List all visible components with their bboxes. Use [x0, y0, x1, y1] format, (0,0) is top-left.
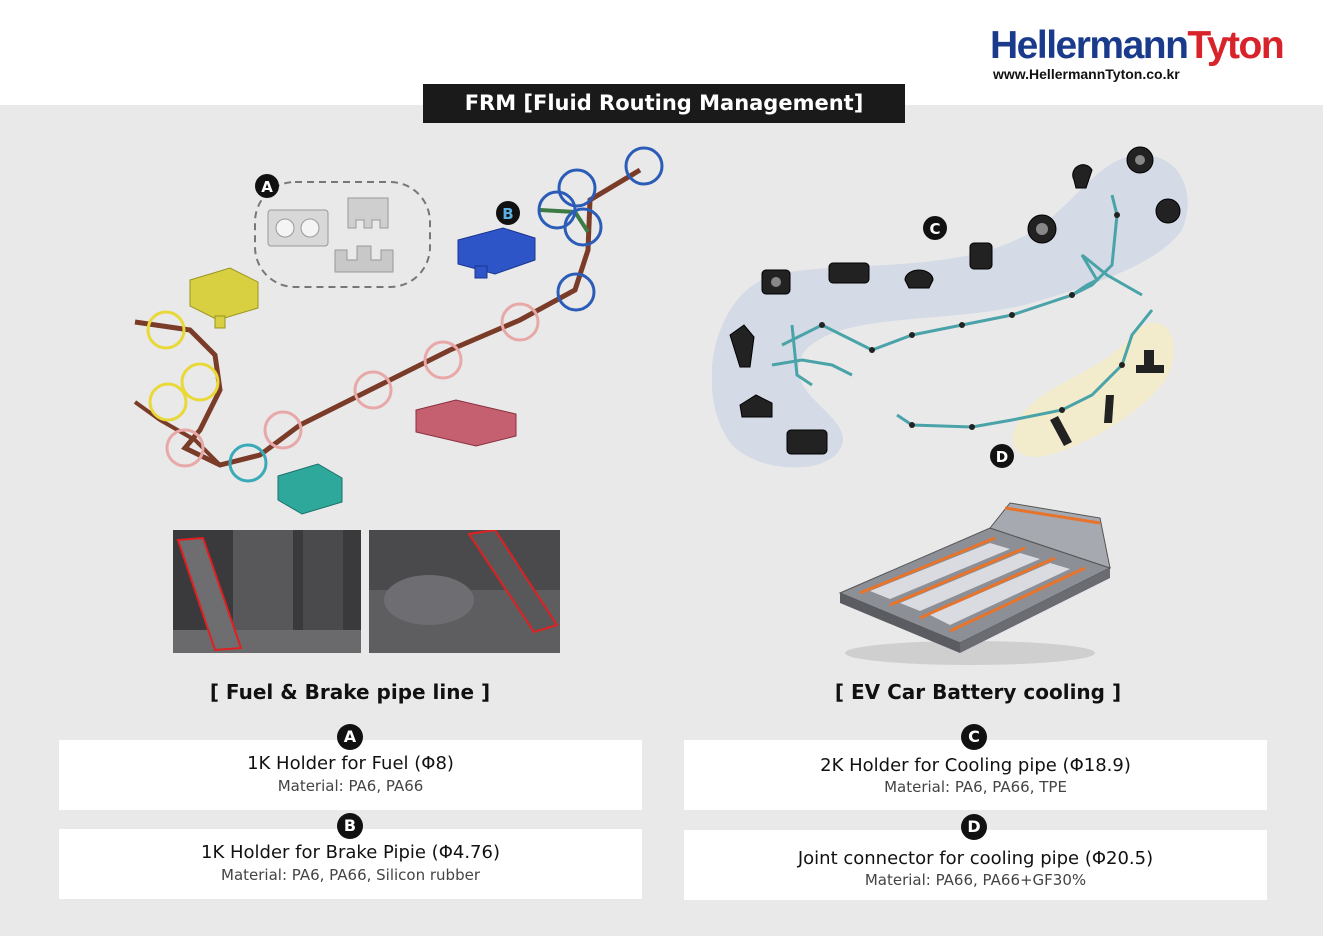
zone-c [712, 155, 1188, 468]
holder-pink [415, 399, 517, 447]
spec-title: 2K Holder for Cooling pipe (Φ18.9) [820, 755, 1131, 776]
spec-material: Material: PA66, PA66+GF30% [864, 871, 1087, 889]
battery-cells [870, 543, 1070, 625]
ring-blue [624, 146, 664, 186]
underbody-photo-1 [173, 530, 361, 653]
spec-title: Joint connector for cooling pipe (Φ20.5) [797, 848, 1154, 869]
spec-card-d: Joint connector for cooling pipe (Φ20.5)… [684, 830, 1267, 900]
holder-teal [277, 463, 343, 515]
brand-url[interactable]: www.HellermannTyton.co.kr [993, 66, 1180, 82]
badge-c: C [961, 724, 987, 750]
pipe-main [134, 167, 642, 468]
section-heading-fuel-brake: [ Fuel & Brake pipe line ] [209, 680, 491, 704]
ring-pink [263, 410, 303, 450]
spec-title: 1K Holder for Fuel (Φ8) [247, 753, 454, 774]
fuel-brake-illustration: A B [133, 146, 664, 515]
holders-c [729, 146, 1181, 455]
highlight-box [467, 530, 559, 634]
ring-yellow [146, 310, 186, 350]
badge-a: A [337, 724, 363, 750]
callout-a: A [261, 178, 273, 196]
ring-yellow [148, 382, 188, 422]
ring-yellow [180, 362, 220, 402]
holder-yellow [189, 267, 259, 329]
spec-material: Material: PA6, PA66, TPE [884, 778, 1067, 796]
battery-pack-illustration [838, 502, 1112, 665]
ring-pink [165, 428, 205, 468]
section-heading-ev-cooling: [ EV Car Battery cooling ] [834, 680, 1122, 704]
badge-d: D [961, 814, 987, 840]
zone-d [1012, 322, 1174, 457]
brand-name-part2: Tyton [1187, 24, 1284, 67]
spec-material: Material: PA6, PA66, Silicon rubber [221, 866, 480, 884]
ring-blue [557, 168, 597, 208]
ring-pink [353, 370, 393, 410]
ring-blue [556, 272, 596, 312]
highlight-box [176, 536, 243, 652]
holder-b-blue [457, 227, 536, 279]
ring-pink [500, 302, 540, 342]
page-title: FRM [Fluid Routing Management] [423, 84, 905, 123]
holder-a-part-3 [334, 245, 394, 273]
battery-cooling-lines [859, 506, 1101, 633]
spec-card-c: 2K Holder for Cooling pipe (Φ18.9) Mater… [684, 740, 1267, 810]
connectors-d [1050, 350, 1164, 446]
holder-a-part-1 [267, 209, 329, 247]
brand-logo[interactable]: HellermannTyton www.HellermannTyton.co.k… [990, 24, 1290, 83]
callout-c: C [929, 220, 940, 238]
spec-material: Material: PA6, PA66 [277, 777, 424, 795]
badge-b: B [337, 813, 363, 839]
callout-d: D [996, 448, 1008, 466]
ring-blue [537, 190, 577, 230]
holder-c-centers [771, 155, 1145, 287]
brand-name-part1: Hellermann [990, 24, 1189, 67]
holder-a-part-2 [347, 197, 389, 229]
ring-pink [423, 340, 463, 380]
spec-card-b: 1K Holder for Brake Pipie (Φ4.76) Materi… [59, 829, 642, 899]
ev-cooling-illustration: C D [712, 146, 1188, 468]
group-a-outline [254, 181, 431, 288]
spec-card-a: 1K Holder for Fuel (Φ8) Material: PA6, P… [59, 740, 642, 810]
pipe-clips [819, 212, 1125, 430]
callout-b: B [502, 205, 513, 223]
underbody-photo-2 [369, 530, 560, 653]
ring-teal [228, 443, 268, 483]
spec-title: 1K Holder for Brake Pipie (Φ4.76) [201, 842, 500, 863]
